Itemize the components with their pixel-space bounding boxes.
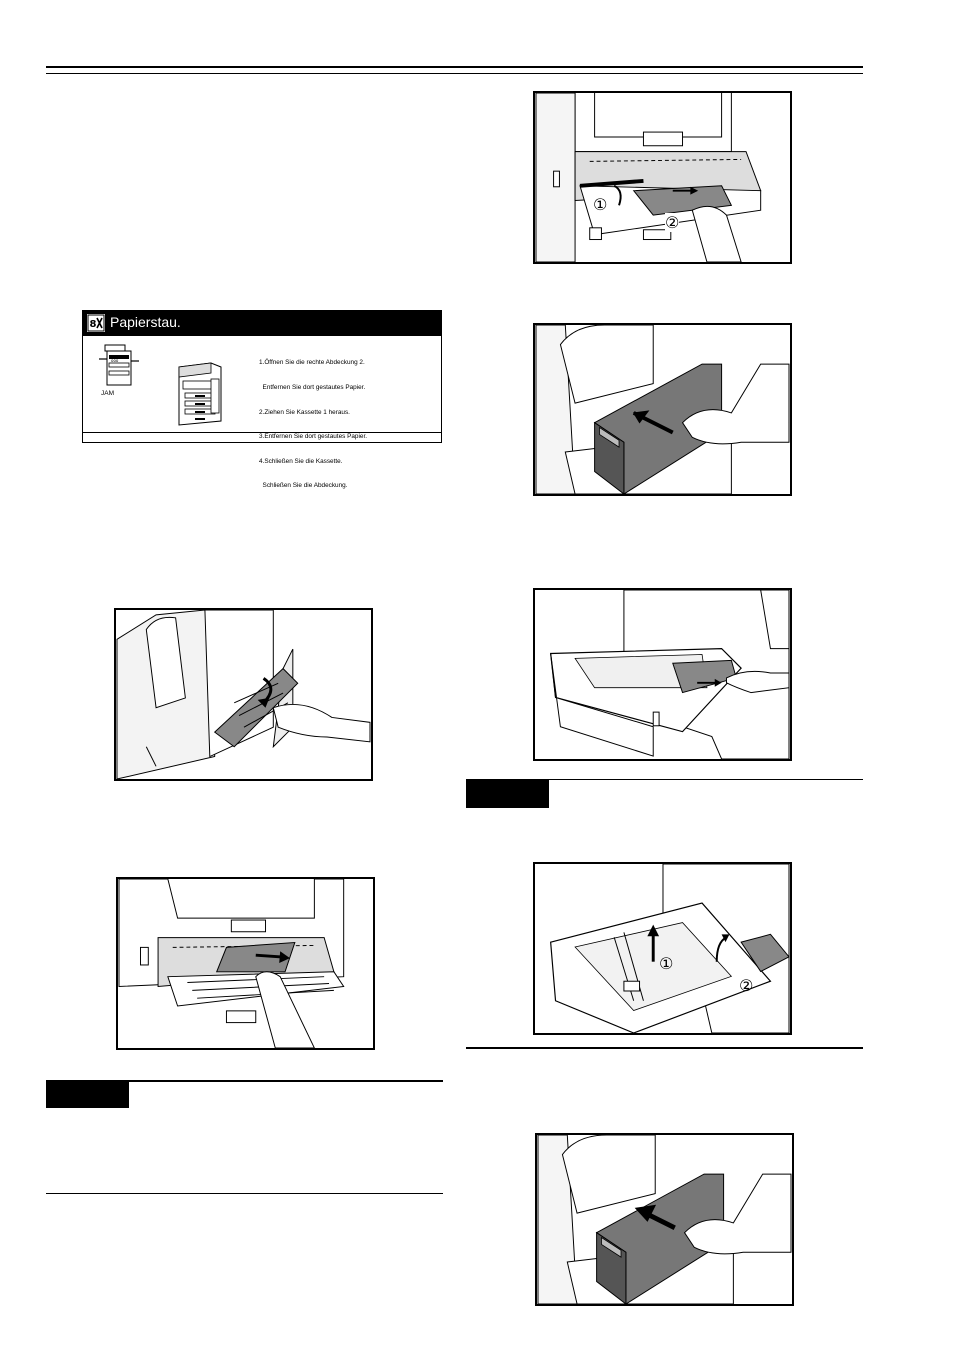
svg-text:ooo: ooo [111, 358, 119, 363]
copier-diagram [178, 362, 222, 426]
note-tab-right [466, 780, 549, 808]
jam-warning-icon: 8 [87, 314, 105, 332]
callout-2: ② [665, 213, 680, 232]
note-tab-left [46, 1081, 129, 1108]
remove-paper-callout-illustration: ① ② [533, 91, 792, 264]
jam-message-panel: 8 Papierstau. ooo JAM 1.Öffnen Sie die r… [82, 310, 442, 489]
instruction-line: 1.Öffnen Sie die rechte Abdeckung 2. [259, 359, 365, 367]
pull-out-cassette-illustration [533, 323, 792, 496]
instruction-line: Entfernen Sie dort gestautes Papier. [259, 384, 366, 392]
remove-paper-cassette-illustration [533, 588, 792, 761]
instruction-line: 3.Entfernen Sie dort gestautes Papier. [259, 433, 368, 441]
note-rule-left [46, 1080, 443, 1082]
open-right-cover-illustration [114, 608, 373, 781]
header-rule-top [46, 66, 863, 68]
instruction-line: Schließen Sie die Abdeckung. [259, 482, 348, 490]
svg-text:8: 8 [90, 319, 97, 330]
panel-header: 8 Papierstau. [83, 311, 441, 336]
callout-2: ② [739, 976, 754, 995]
callout-1: ① [659, 954, 674, 973]
insert-cassette-illustration [535, 1133, 794, 1306]
header-rule-bottom [46, 73, 863, 74]
jam-label: JAM [101, 390, 114, 397]
note-end-rule-left [46, 1193, 443, 1194]
instruction-line: 2.Ziehen Sie Kassette 1 heraus. [259, 408, 350, 416]
adjust-paper-guides-illustration: ① ② [533, 862, 792, 1035]
jam-machine-icon: ooo [99, 344, 139, 386]
jam-instructions: 1.Öffnen Sie die rechte Abdeckung 2. Ent… [259, 343, 367, 507]
remove-paper-right-cover-illustration [116, 877, 375, 1050]
panel-title: Papierstau. [110, 314, 181, 330]
note-rule-right [466, 779, 863, 780]
note-end-rule-right [466, 1047, 863, 1049]
callout-1: ① [593, 195, 608, 214]
panel-footer-rule [83, 432, 441, 433]
instruction-line: 4.Schließen Sie die Kassette. [259, 457, 343, 465]
